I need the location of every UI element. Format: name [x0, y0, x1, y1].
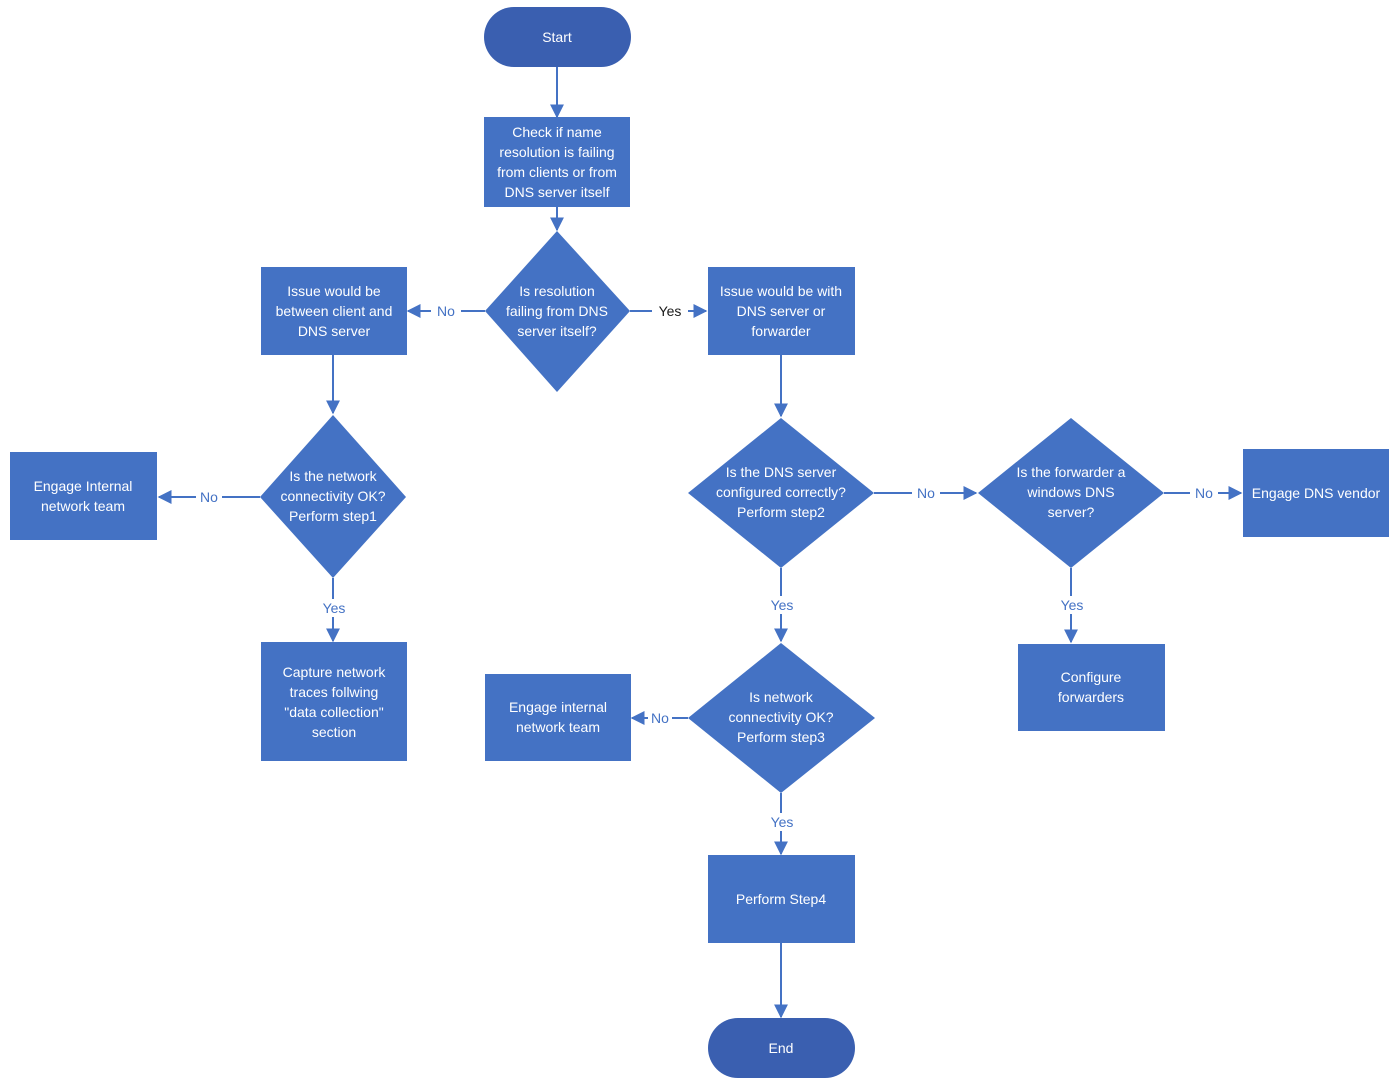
- engage-dns-vendor-node: Engage DNS vendor: [1243, 449, 1389, 537]
- label-line: Perform Step4: [736, 891, 826, 907]
- decision-network-step1: Is the network connectivity OK? Perform st…: [260, 415, 406, 578]
- decision-resolution-label: Is resolution failing from DNS server itse…: [506, 283, 608, 339]
- edge-label-no-network3: No: [651, 710, 669, 726]
- edge-label-no-forwarder: No: [1195, 485, 1213, 501]
- label-line: failing from DNS: [506, 303, 608, 319]
- label-line: Perform step1: [289, 508, 377, 524]
- edge-label-yes-network3: Yes: [771, 814, 794, 830]
- engage-internal-team-label: Engage Internal network team: [34, 478, 133, 514]
- label-line: End: [769, 1040, 794, 1056]
- label-line: Issue would be with: [720, 283, 842, 299]
- edge-label-yes-dns-config: Yes: [771, 597, 794, 613]
- label-line: between client and: [276, 303, 393, 319]
- label-line: Is resolution: [519, 283, 594, 299]
- edge-label-yes-network1: Yes: [323, 600, 346, 616]
- label-line: connectivity OK?: [280, 488, 385, 504]
- label-line: DNS server itself: [504, 184, 609, 200]
- decision-network-step3-label: Is network connectivity OK? Perform step3: [728, 689, 833, 745]
- label-line: DNS server: [298, 323, 371, 339]
- label-line: connectivity OK?: [728, 709, 833, 725]
- decision-dns-config-label: Is the DNS server configured correctly? Pe…: [716, 464, 846, 520]
- label-line: section: [312, 724, 356, 740]
- edge-labels: No Yes No Yes No Yes No Yes No Yes: [196, 302, 1218, 831]
- label-line: network team: [41, 498, 125, 514]
- engage-internal-team-node: Engage Internal network team: [10, 452, 157, 540]
- label-line: "data collection": [284, 704, 383, 720]
- engage-dns-vendor-label: Engage DNS vendor: [1252, 485, 1381, 501]
- label-line: Engage Internal: [34, 478, 133, 494]
- edge-label-no-dns-config: No: [917, 485, 935, 501]
- label-line: Engage internal: [509, 699, 607, 715]
- check-source-node: Check if name resolution is failing from c…: [484, 117, 630, 207]
- label-line: Perform step3: [737, 729, 825, 745]
- decision-network-step1-label: Is the network connectivity OK? Perform st…: [280, 468, 385, 524]
- label-line: Capture network: [283, 664, 387, 680]
- start-node-label: Start: [542, 29, 572, 45]
- decision-forwarder-windows: Is the forwarder a windows DNS server?: [978, 418, 1164, 568]
- engage-internal-team-2-node: Engage internal network team: [485, 674, 631, 761]
- label-line: Configure: [1061, 669, 1122, 685]
- configure-forwarders-node: Configure forwarders: [1018, 644, 1165, 731]
- capture-traces-node: Capture network traces follwing "data coll…: [261, 642, 407, 761]
- label-line: resolution is failing: [499, 144, 614, 160]
- label-line: Issue would be: [287, 283, 381, 299]
- label-line: windows DNS: [1026, 484, 1114, 500]
- label-line: configured correctly?: [716, 484, 846, 500]
- label-line: Start: [542, 29, 572, 45]
- decision-network-step3: Is network connectivity OK? Perform step3: [688, 643, 875, 793]
- label-line: Is the network: [289, 468, 377, 484]
- label-line: Is the forwarder a: [1017, 464, 1126, 480]
- engage-internal-team-2-label: Engage internal network team: [509, 699, 607, 735]
- label-line: Is network: [749, 689, 814, 705]
- check-source-label: Check if name resolution is failing from c…: [497, 124, 617, 200]
- edge-label-no-network1: No: [200, 489, 218, 505]
- configure-forwarders-label: Configure forwarders: [1058, 669, 1124, 705]
- decision-forwarder-label: Is the forwarder a windows DNS server?: [1017, 464, 1126, 520]
- perform-step4-node: Perform Step4: [708, 855, 855, 943]
- label-line: Engage DNS vendor: [1252, 485, 1381, 501]
- label-line: server?: [1048, 504, 1095, 520]
- decision-resolution-failing: Is resolution failing from DNS server itse…: [485, 231, 630, 392]
- label-line: from clients or from: [497, 164, 617, 180]
- label-line: DNS server or: [737, 303, 826, 319]
- edge-label-yes-forwarder: Yes: [1061, 597, 1084, 613]
- label-line: Is the DNS server: [726, 464, 837, 480]
- label-line: Perform step2: [737, 504, 825, 520]
- label-line: forwarders: [1058, 689, 1124, 705]
- end-node-label: End: [769, 1040, 794, 1056]
- label-line: forwarder: [751, 323, 810, 339]
- edge-label-no-resolution: No: [437, 303, 455, 319]
- label-line: server itself?: [517, 323, 597, 339]
- decision-dns-config-step2: Is the DNS server configured correctly? Pe…: [688, 418, 874, 568]
- label-line: traces follwing: [290, 684, 379, 700]
- edge-label-yes-resolution: Yes: [659, 303, 682, 319]
- end-node: End: [708, 1018, 855, 1078]
- nodes: Start Check if name resolution is failing…: [10, 7, 1389, 1078]
- perform-step4-label: Perform Step4: [736, 891, 826, 907]
- start-node: Start: [484, 7, 631, 67]
- label-line: Check if name: [512, 124, 602, 140]
- label-line: network team: [516, 719, 600, 735]
- capture-traces-label: Capture network traces follwing "data coll…: [283, 664, 387, 740]
